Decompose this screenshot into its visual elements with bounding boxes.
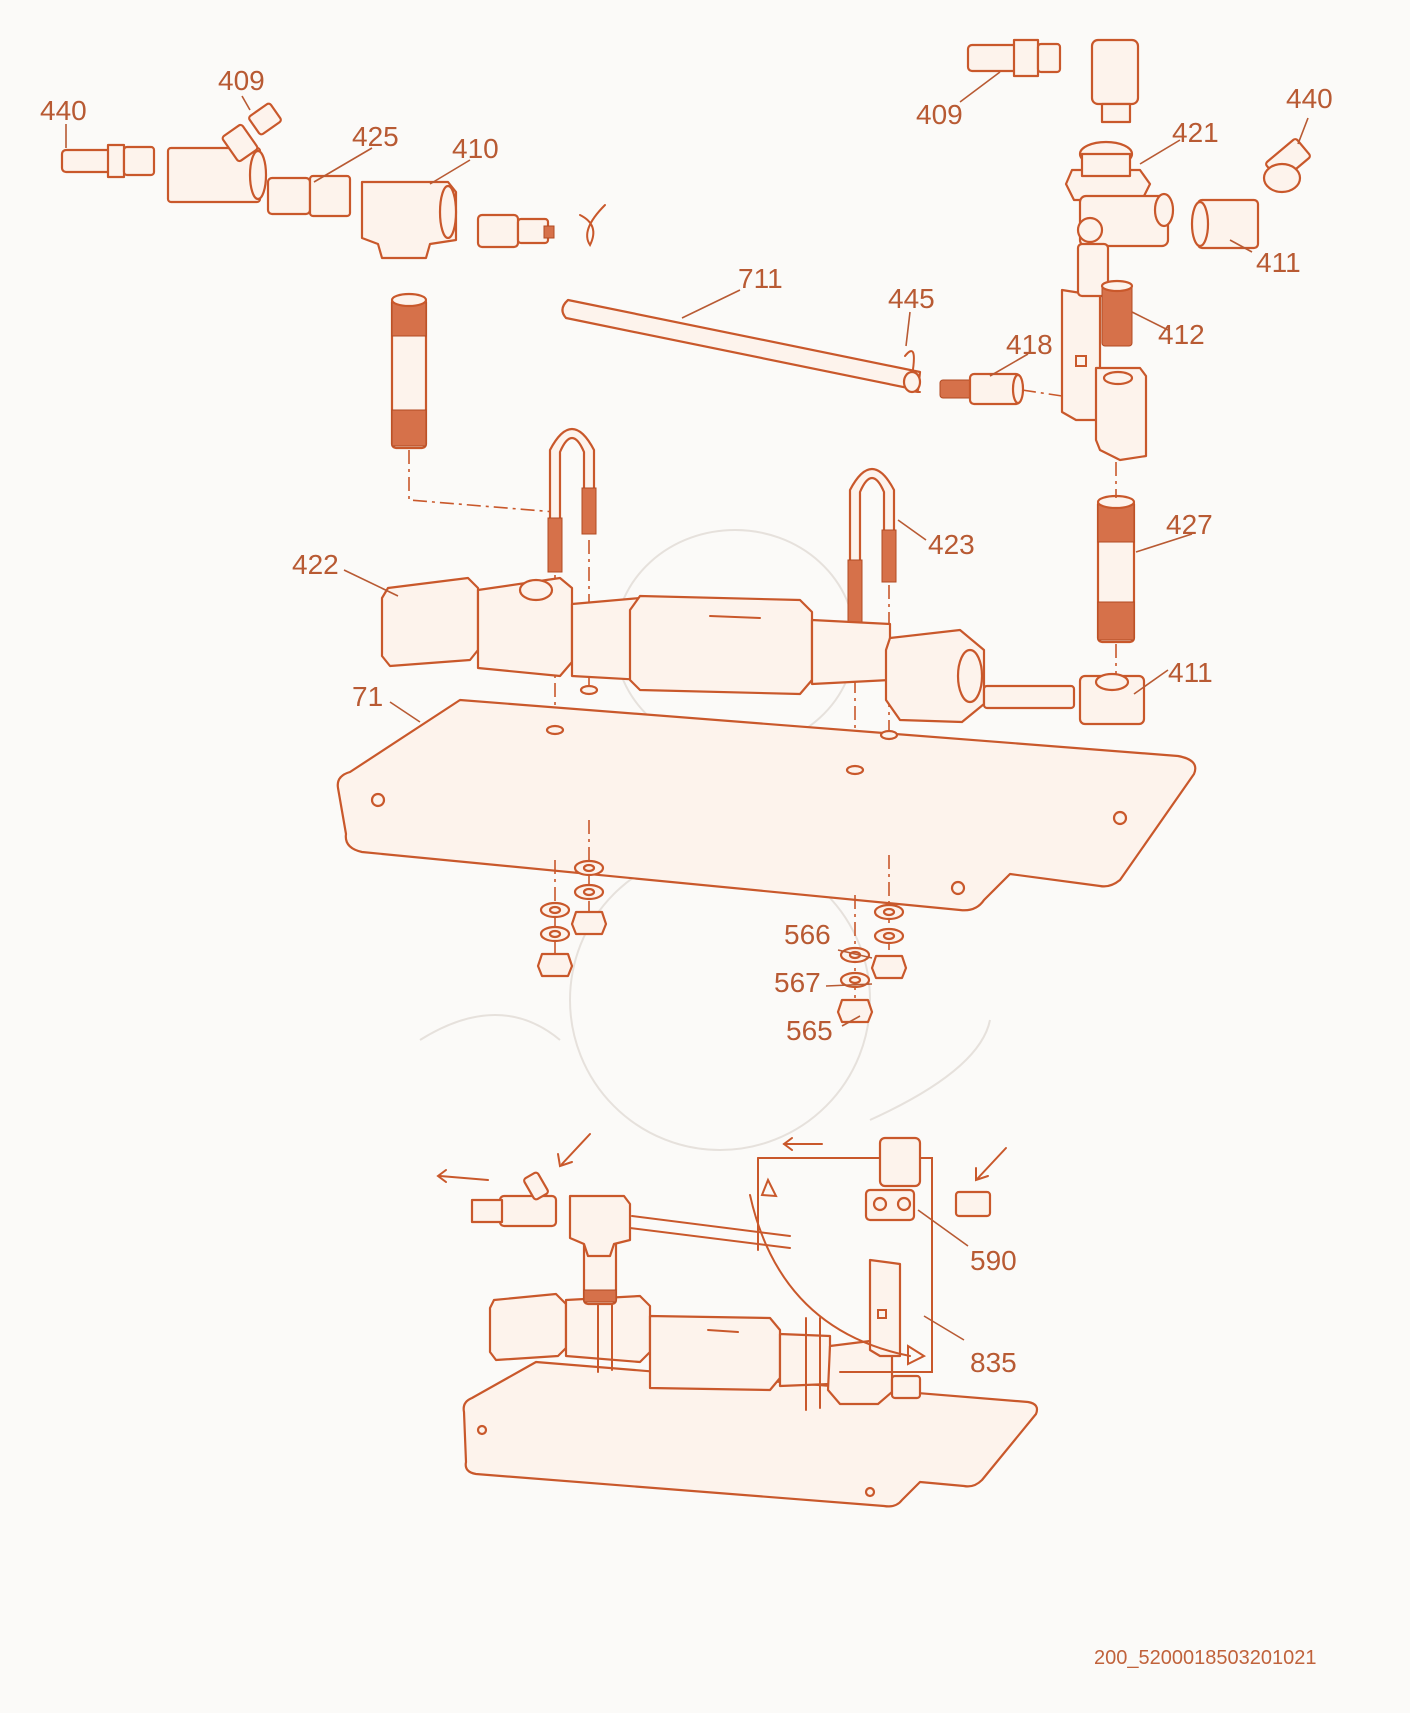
part-hose-barb-left	[476, 213, 555, 249]
part-409-left	[221, 102, 282, 163]
assembly-line-711	[1021, 389, 1063, 397]
label-418: 418	[1006, 329, 1053, 360]
label-422: 422	[292, 549, 339, 580]
label-565: 565	[786, 1015, 833, 1046]
label-445: 445	[888, 283, 935, 314]
part-elbow-left	[166, 146, 268, 204]
part-elbow-right	[1090, 38, 1140, 124]
label-835: 835	[970, 1347, 1017, 1378]
part-440-right	[1262, 138, 1311, 194]
part-411-top	[1190, 198, 1260, 250]
part-filter-body	[380, 576, 1076, 724]
label-423: 423	[928, 529, 975, 560]
part-clip-left	[579, 204, 606, 247]
label-411-bottom: 411	[1168, 657, 1213, 688]
label-440-right: 440	[1286, 83, 1333, 114]
label-71: 71	[352, 681, 383, 712]
label-440-left: 440	[40, 95, 87, 126]
label-425: 425	[352, 121, 399, 152]
label-567: 567	[774, 967, 821, 998]
part-425	[266, 174, 352, 218]
leader-lines	[65, 71, 1309, 1341]
label-412: 412	[1158, 319, 1205, 350]
part-421	[1064, 140, 1152, 202]
assembly-line-left	[408, 450, 556, 560]
part-440-left	[60, 143, 156, 179]
part-washers-nuts	[536, 820, 908, 1024]
drawing-code: 200_5200018503201021	[1094, 1647, 1316, 1669]
part-valve-handle	[1060, 242, 1110, 422]
part-u-bolt-right	[847, 468, 897, 623]
label-566: 566	[784, 919, 831, 950]
part-412	[1100, 279, 1134, 347]
label-409-left: 409	[218, 65, 265, 96]
label-411-top: 411	[1256, 247, 1301, 278]
part-valve-body	[1076, 192, 1175, 248]
part-valve-block	[1094, 366, 1148, 462]
label-711: 711	[738, 263, 783, 294]
label-427: 427	[1166, 509, 1213, 540]
assembled-view	[436, 1133, 1039, 1508]
label-409-right: 409	[916, 99, 963, 130]
part-445-clip	[902, 350, 922, 394]
part-410-tee	[360, 180, 458, 260]
part-427	[1096, 494, 1136, 644]
part-411-bottom	[1078, 672, 1146, 726]
part-711-tube	[561, 298, 922, 392]
part-71-plate	[336, 684, 1197, 912]
part-409-right	[966, 38, 1062, 78]
label-590: 590	[970, 1245, 1017, 1276]
part-u-bolt-left	[547, 428, 597, 573]
part-nipple-left	[390, 292, 428, 450]
label-421: 421	[1172, 117, 1219, 148]
part-418	[939, 372, 1025, 406]
label-410: 410	[452, 133, 499, 164]
